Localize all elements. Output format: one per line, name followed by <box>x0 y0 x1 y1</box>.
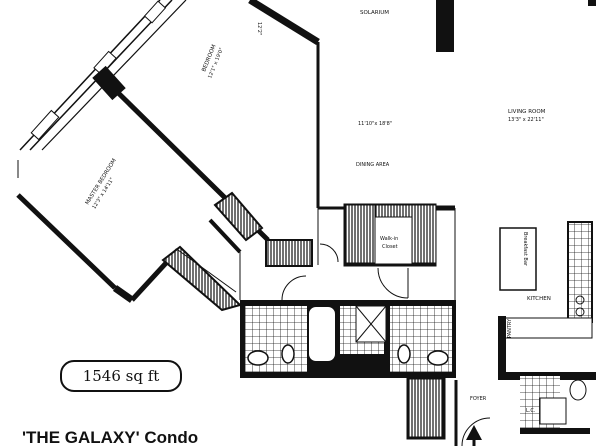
breakfast-bar-label: Breakfast Bar <box>522 232 528 267</box>
dimension-label: 12'2" <box>256 22 262 35</box>
room-label-walk-in: Walk-in <box>380 236 398 242</box>
area-badge: 1546 sq ft <box>60 360 182 392</box>
bedroom-label: BEDROOM 12'1" x 19'0" <box>201 44 225 80</box>
plan-caption: 'THE GALAXY' Condo <box>22 428 199 447</box>
room-label-pantry: PANTRY <box>507 318 513 338</box>
guide-lines <box>17 160 456 300</box>
master-bedroom-label: MASTER BEDROOM 12'3" x 14'11" <box>85 158 118 211</box>
bathrooms <box>240 300 456 388</box>
room-label-dining-area: DINING AREA <box>356 162 390 168</box>
room-label-kitchen: KITCHEN <box>527 296 551 302</box>
room-dim-dining: 11'10"x 18'8" <box>358 121 392 127</box>
room-dim-living-room: 13'3" x 22'11" <box>508 117 544 123</box>
room-label-foyer: FOYER <box>470 396 487 402</box>
foyer-area <box>406 376 491 446</box>
room-label-living-room: LIVING ROOM <box>508 109 546 115</box>
window-strip <box>19 0 187 151</box>
walk-in-closet <box>281 203 437 301</box>
room-label-lc: L.C. <box>526 408 536 414</box>
bedroom-closet <box>161 191 313 312</box>
exterior-walls <box>16 0 596 303</box>
room-label-closet: Closet <box>382 244 398 250</box>
room-label-solarium: SOLARIUM <box>360 10 389 16</box>
kitchen <box>498 221 596 434</box>
